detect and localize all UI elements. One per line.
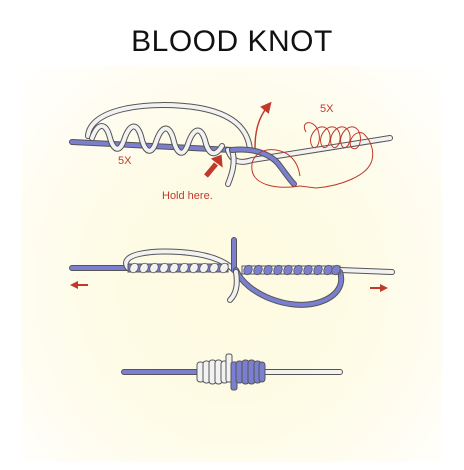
step2-twist-left	[127, 262, 229, 274]
wraps-right-label: 5X	[320, 103, 334, 115]
step1-blue-tag	[229, 146, 297, 187]
wrap-direction-arrow	[254, 101, 272, 149]
step3-white-wraps	[196, 359, 229, 385]
page-title: BLOOD KNOT	[131, 25, 333, 58]
step-3-finished-knot	[121, 353, 343, 391]
step2-white-tag-down	[227, 269, 240, 303]
step3-blue-wraps	[235, 359, 266, 385]
step-2	[69, 237, 395, 308]
step2-twist-right	[241, 264, 341, 276]
step1-red-coils	[251, 122, 374, 189]
step2-white-loop	[123, 248, 237, 273]
hold-here-label: Hold here.	[162, 190, 213, 202]
step1-white-arch	[85, 102, 253, 153]
step3-tag-ends	[225, 353, 238, 391]
step2-blue-loop	[233, 267, 345, 308]
step2-white-line	[337, 267, 395, 275]
step-1: 5X 5X Hold here.	[69, 101, 393, 202]
step1-white-line-right	[225, 135, 393, 187]
hold-here-arrow	[204, 154, 223, 178]
pull-right-arrow	[370, 284, 388, 292]
step1-white-coils	[89, 123, 225, 157]
wraps-left-label: 5X	[118, 155, 132, 167]
pull-left-arrow	[70, 281, 88, 289]
